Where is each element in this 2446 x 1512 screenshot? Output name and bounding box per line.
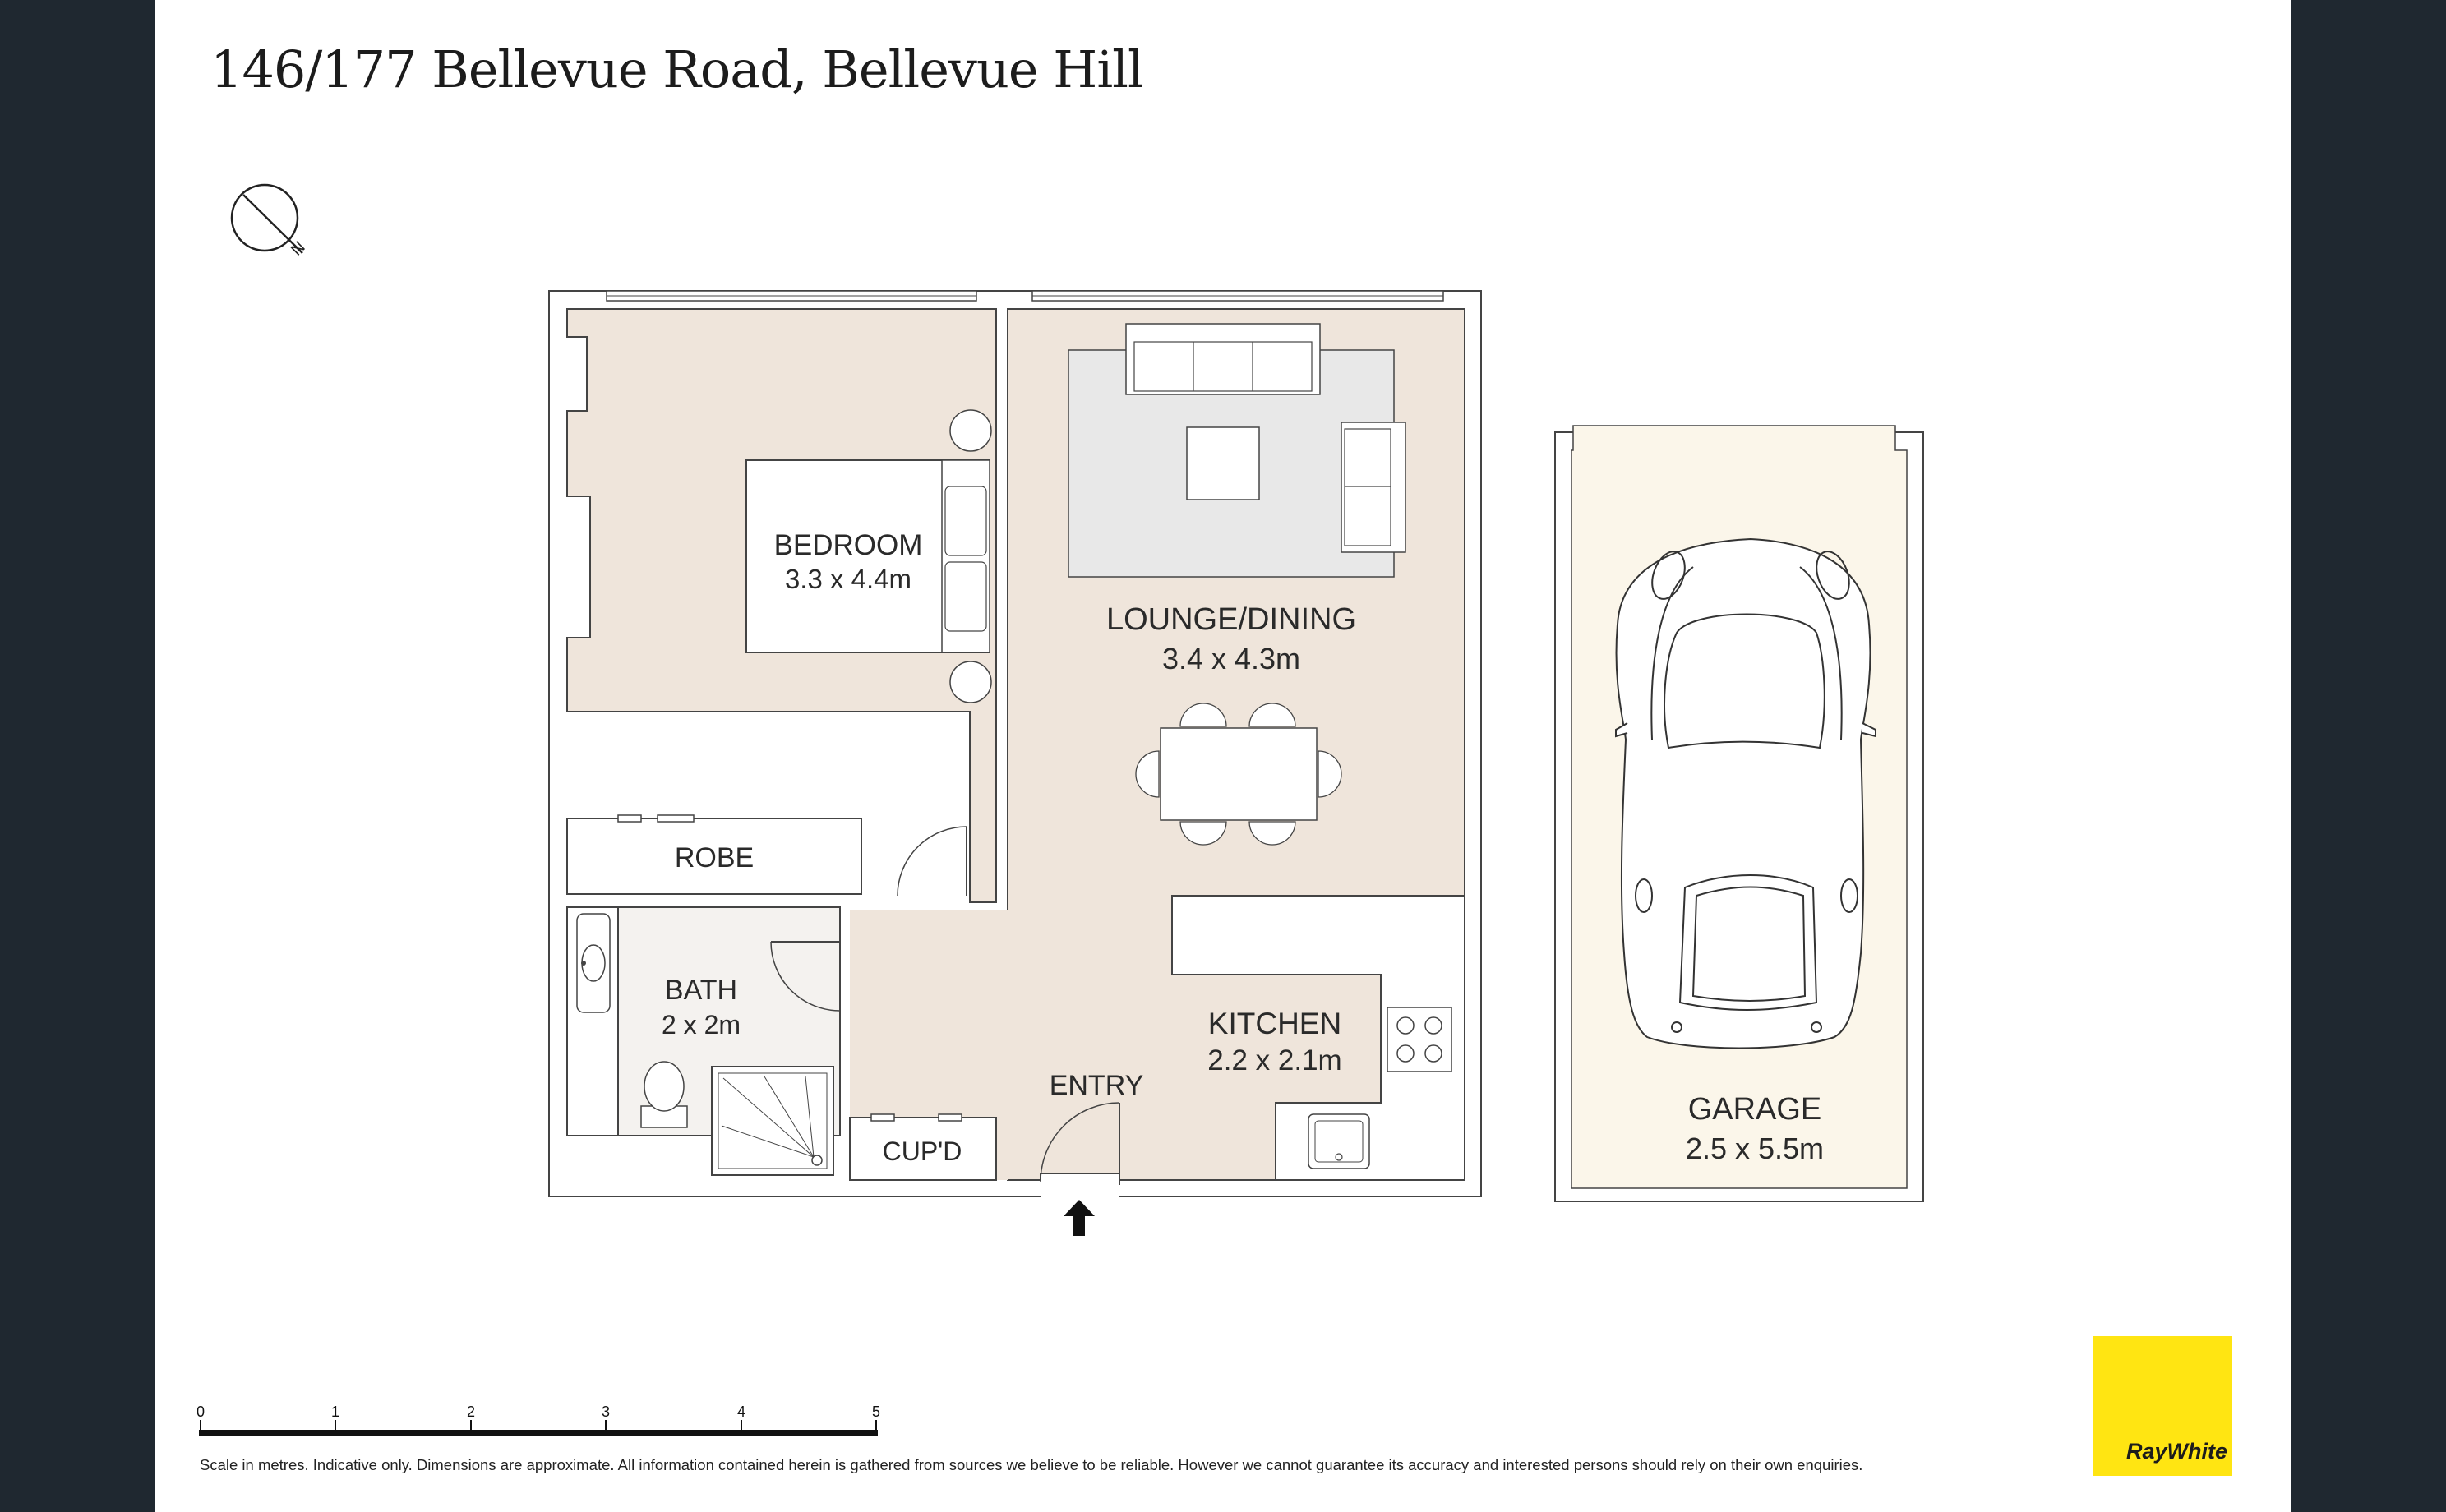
scale-tick-label: 5 xyxy=(872,1404,880,1420)
bedroom-label: BEDROOM xyxy=(774,529,923,561)
scale-ticks xyxy=(200,1420,877,1430)
robe-label: ROBE xyxy=(675,842,754,874)
bath-label: BATH xyxy=(665,975,737,1006)
lounge-furniture xyxy=(1068,323,1406,578)
bedroom-size: 3.3 x 4.4m xyxy=(785,564,911,594)
disclaimer-text: Scale in metres. Indicative only. Dimens… xyxy=(200,1456,1863,1473)
robe: ROBE xyxy=(566,814,862,895)
window-bedroom xyxy=(606,290,977,302)
scale-tick-label: 2 xyxy=(467,1404,475,1420)
scale-tick-label: 0 xyxy=(197,1404,205,1420)
scale-tick-label: 4 xyxy=(737,1404,745,1420)
lounge-size: 3.4 x 4.3m xyxy=(1162,642,1300,675)
cupboard: CUP'D xyxy=(849,1113,997,1181)
page-title: 146/177 Bellevue Road, Bellevue Hill xyxy=(210,39,1144,99)
car-icon xyxy=(1615,537,1876,1049)
scale-tick-label: 1 xyxy=(331,1404,339,1420)
bed: BEDROOM 3.3 x 4.4m xyxy=(745,409,992,703)
cupboard-label: CUP'D xyxy=(883,1136,962,1166)
kitchen: KITCHEN 2.2 x 2.1m xyxy=(1171,895,1465,1181)
window-lounge xyxy=(1031,290,1444,302)
kitchen-size: 2.2 x 2.1m xyxy=(1207,1044,1341,1076)
bath-size: 2 x 2m xyxy=(662,1010,741,1040)
bath-room: BATH 2 x 2m xyxy=(566,906,841,1176)
entry-floor xyxy=(850,910,1008,1180)
garage-label: GARAGE xyxy=(1688,1092,1822,1127)
kitchen-label: KITCHEN xyxy=(1208,1007,1341,1040)
lounge-label: LOUNGE/DINING xyxy=(1106,602,1356,637)
garage-size: 2.5 x 5.5m xyxy=(1686,1132,1824,1165)
entry-door: ENTRY xyxy=(1040,1070,1144,1200)
dining-table xyxy=(1135,703,1342,846)
raywhite-logo: RayWhite xyxy=(2093,1336,2232,1476)
brand-name: RayWhite xyxy=(2125,1439,2227,1464)
scale-bar: 0 1 2 3 4 5 xyxy=(197,1404,880,1436)
compass-icon: N xyxy=(230,183,309,260)
scale-tick-label: 3 xyxy=(602,1404,610,1420)
bedroom-door xyxy=(897,826,967,897)
entry-arrow-icon xyxy=(1064,1200,1095,1236)
entry-label: ENTRY xyxy=(1050,1070,1144,1101)
